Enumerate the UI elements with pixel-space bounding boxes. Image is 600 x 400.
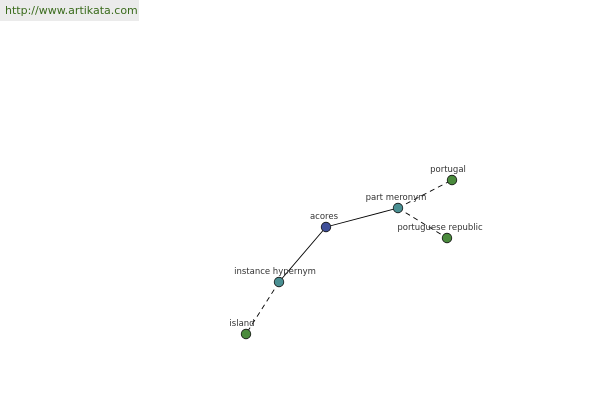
site-url-link[interactable]: http://www.artikata.com	[5, 4, 138, 17]
node-dot-part-meronym[interactable]	[392, 202, 404, 214]
node-label-part-meronym: part meronym	[366, 193, 427, 203]
edge-acores-to-part-meronym	[325, 207, 399, 228]
node-portuguese-republic[interactable]: portuguese republic	[397, 223, 483, 244]
nodes-layer: acores part meronym instance hypernym portu…	[229, 165, 483, 340]
edge-instance-hypernym-to-island	[245, 281, 280, 335]
node-dot-acores[interactable]	[320, 221, 332, 233]
node-label-acores: acores	[310, 212, 339, 222]
node-dot-island[interactable]	[240, 328, 252, 340]
node-dot-portuguese-republic[interactable]	[441, 232, 453, 244]
edges-layer	[245, 179, 453, 335]
edge-part-meronym-to-portugal	[397, 179, 453, 209]
node-part-meronym[interactable]: part meronym	[366, 193, 427, 214]
edge-part-meronym-to-portuguese-republic	[397, 207, 448, 239]
node-portugal[interactable]: portugal	[430, 165, 466, 186]
node-label-portugal: portugal	[430, 165, 466, 175]
node-instance-hypernym[interactable]: instance hypernym	[234, 267, 316, 288]
node-label-island: island	[229, 319, 254, 329]
node-label-portuguese-republic: portuguese republic	[397, 223, 483, 233]
node-island[interactable]: island	[229, 319, 255, 340]
edge-acores-to-instance-hypernym	[278, 226, 327, 283]
node-dot-instance-hypernym[interactable]	[273, 276, 285, 288]
url-banner: http://www.artikata.com	[0, 0, 139, 21]
node-acores[interactable]: acores	[310, 212, 339, 233]
node-dot-portugal[interactable]	[446, 174, 458, 186]
node-label-instance-hypernym: instance hypernym	[234, 267, 316, 277]
